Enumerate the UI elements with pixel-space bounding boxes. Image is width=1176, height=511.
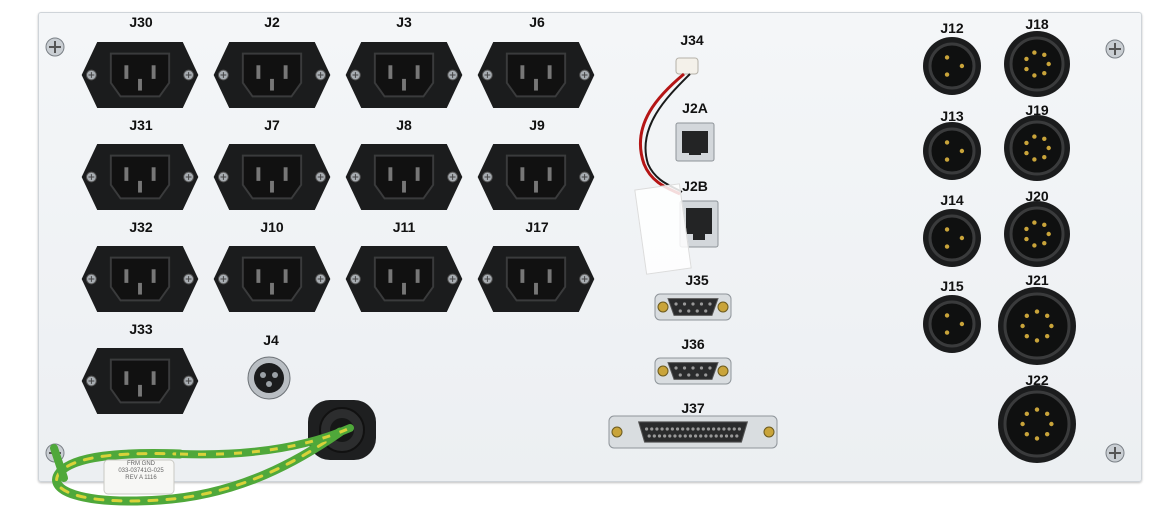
label-j35: J35: [685, 272, 709, 288]
power-inlet-icon[interactable]: [474, 40, 598, 110]
power-inlet-icon[interactable]: [342, 40, 466, 110]
power-inlet-icon[interactable]: [78, 346, 202, 416]
label-j33: J33: [129, 321, 153, 337]
j12-connector-icon[interactable]: [922, 36, 982, 96]
label-j21: J21: [1025, 272, 1049, 288]
power-inlet-icon[interactable]: [78, 142, 202, 212]
label-j17: J17: [525, 219, 549, 235]
ground-tag-line2: 033-03741G-025: [118, 468, 164, 474]
j14-connector-icon[interactable]: [922, 208, 982, 268]
label-j7: J7: [264, 117, 280, 133]
label-j2b: J2B: [682, 178, 708, 194]
panel-screw-icon: [1105, 443, 1125, 463]
j21-connector-icon[interactable]: [997, 286, 1077, 366]
ground-wire: [50, 424, 354, 506]
power-inlet-icon[interactable]: [78, 244, 202, 314]
power-inlet-icon[interactable]: [474, 244, 598, 314]
j35-dsub-connector-icon[interactable]: [654, 292, 732, 322]
label-j20: J20: [1025, 188, 1049, 204]
label-j13: J13: [940, 108, 964, 124]
label-j12: J12: [940, 20, 964, 36]
power-inlet-icon[interactable]: [342, 244, 466, 314]
panel-screw-icon: [45, 37, 65, 57]
label-j8: J8: [396, 117, 412, 133]
j36-dsub-connector-icon[interactable]: [654, 356, 732, 386]
label-j19: J19: [1025, 102, 1049, 118]
ground-tag-line1: FRM GND: [127, 461, 155, 467]
power-inlet-icon[interactable]: [342, 142, 466, 212]
ground-tag-line3: REV A 1116: [125, 475, 157, 481]
j15-connector-icon[interactable]: [922, 294, 982, 354]
label-j4: J4: [263, 332, 279, 348]
power-inlet-icon[interactable]: [78, 40, 202, 110]
j13-connector-icon[interactable]: [922, 121, 982, 181]
label-j18: J18: [1025, 16, 1049, 32]
power-inlet-icon[interactable]: [210, 142, 334, 212]
j4-connector-icon[interactable]: [246, 355, 292, 401]
j18-connector-icon[interactable]: [1003, 30, 1071, 98]
label-j37: J37: [681, 400, 705, 416]
j20-connector-icon[interactable]: [1003, 200, 1071, 268]
label-j22: J22: [1025, 372, 1049, 388]
label-j34: J34: [680, 32, 704, 48]
label-j2a: J2A: [682, 100, 708, 116]
label-j15: J15: [940, 278, 964, 294]
j19-connector-icon[interactable]: [1003, 114, 1071, 182]
ground-tag: FRM GND 033-03741G-025 REV A 1116: [108, 461, 174, 482]
power-inlet-icon[interactable]: [210, 40, 334, 110]
label-j32: J32: [129, 219, 153, 235]
label-j36: J36: [681, 336, 705, 352]
label-j14: J14: [940, 192, 964, 208]
j2a-rj-jack-icon[interactable]: [675, 122, 715, 162]
j2b-rj-jack-icon[interactable]: [679, 200, 719, 250]
label-j30: J30: [129, 14, 153, 30]
label-j9: J9: [529, 117, 545, 133]
label-j3: J3: [396, 14, 412, 30]
power-inlet-icon[interactable]: [474, 142, 598, 212]
panel-screw-icon: [1105, 39, 1125, 59]
power-inlet-icon[interactable]: [210, 244, 334, 314]
label-j2: J2: [264, 14, 280, 30]
label-j6: J6: [529, 14, 545, 30]
j22-connector-icon[interactable]: [997, 384, 1077, 464]
label-j11: J11: [392, 219, 416, 235]
label-j10: J10: [260, 219, 284, 235]
j37-dsub-connector-icon[interactable]: [608, 414, 778, 450]
label-j31: J31: [129, 117, 153, 133]
